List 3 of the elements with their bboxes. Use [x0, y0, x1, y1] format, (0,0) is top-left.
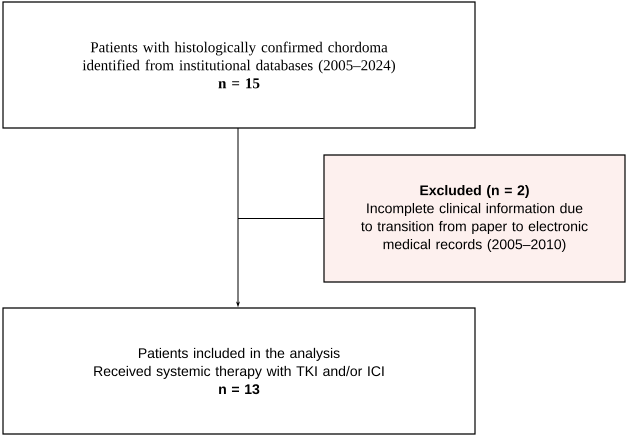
flow-box: Excluded (n = 2) Incomplete clinical information due to transition from paper to electronic medical records (2005–2010) — [323, 154, 626, 283]
flow-box: Patients with histologically confirmed chordoma identified from institutional databases (2005–2024) n = 15 — [2, 1, 476, 129]
flow-box: Patients included in the analysis Received systemic therapy with TKI and/or ICI n = 13 — [2, 307, 476, 435]
